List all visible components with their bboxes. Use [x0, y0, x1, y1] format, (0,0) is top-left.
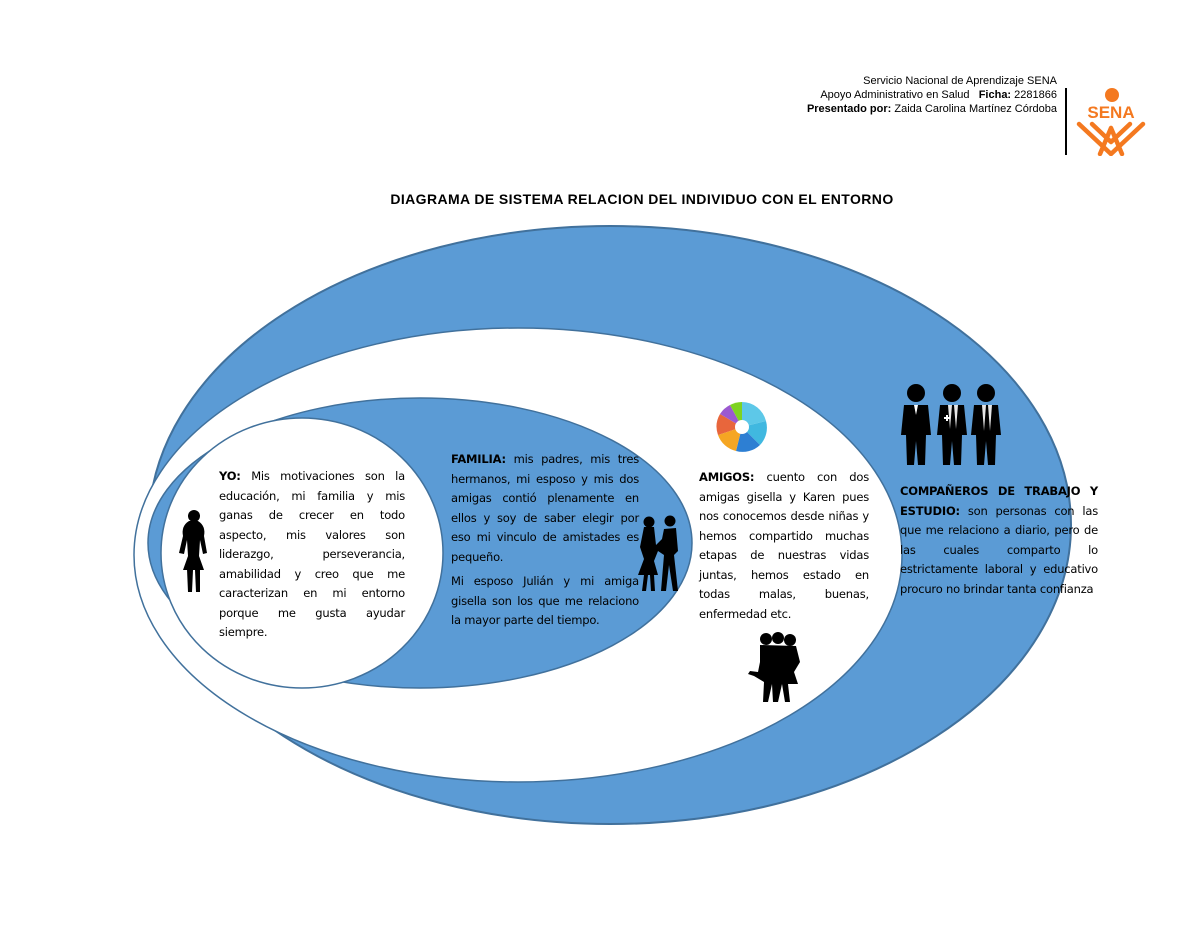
- beach-ball-icon: [716, 401, 767, 452]
- logo-head: [1105, 88, 1119, 102]
- program-line: Apoyo Administrativo en Salud Ficha: 228…: [807, 88, 1057, 102]
- page-title: DIAGRAMA DE SISTEMA RELACION DEL INDIVID…: [390, 191, 894, 207]
- companeros-text: COMPAÑEROS DE TRABAJO Y ESTUDIO: son per…: [900, 482, 1098, 599]
- familia-description: mis padres, mis tres hermanos, mi esposo…: [451, 452, 639, 564]
- companeros-label: COMPAÑEROS DE TRABAJO Y ESTUDIO:: [900, 484, 1098, 518]
- presenter-line: Presentado por: Zaida Carolina Martínez …: [807, 102, 1057, 116]
- yo-text: YO: Mis motivaciones son la educación, m…: [219, 467, 405, 643]
- amigos-text: AMIGOS: cuento con dos amigas gisella y …: [699, 468, 869, 624]
- companeros-description: son personas con las que me relaciono a …: [900, 503, 1098, 596]
- familia-description-2: Mi esposo Julián y mi amiga gisella son …: [451, 574, 639, 627]
- org-name: Servicio Nacional de Aprendizaje SENA: [863, 75, 1057, 87]
- couple-dancing-icon: [638, 515, 678, 591]
- three-friends-icon: [748, 632, 800, 702]
- header-divider: [1065, 88, 1067, 155]
- logo-legs: [1076, 121, 1146, 156]
- logo-text: SENA: [1087, 103, 1134, 122]
- woman-silhouette-icon: [179, 510, 207, 592]
- program-name: Apoyo Administrativo en Salud: [820, 89, 970, 101]
- self-area: [160, 417, 444, 689]
- familia-label: FAMILIA:: [451, 452, 506, 466]
- coworkers-icon: [901, 384, 1001, 465]
- amigos-description: cuento con dos amigas gisella y Karen pu…: [699, 470, 869, 621]
- sena-logo: SENA: [1076, 88, 1146, 156]
- ficha-value: 2281866: [1014, 89, 1057, 101]
- header-info: Servicio Nacional de Aprendizaje SENA Ap…: [807, 74, 1057, 116]
- amigos-label: AMIGOS:: [699, 470, 755, 484]
- presented-value: Zaida Carolina Martínez Córdoba: [894, 103, 1057, 115]
- familia-text: FAMILIA: mis padres, mis tres hermanos, …: [451, 450, 639, 631]
- ficha-label: Ficha:: [978, 89, 1012, 101]
- yo-label: YO:: [219, 469, 241, 483]
- yo-description: Mis motivaciones son la educación, mi fa…: [219, 469, 405, 639]
- presented-label: Presentado por:: [806, 103, 892, 115]
